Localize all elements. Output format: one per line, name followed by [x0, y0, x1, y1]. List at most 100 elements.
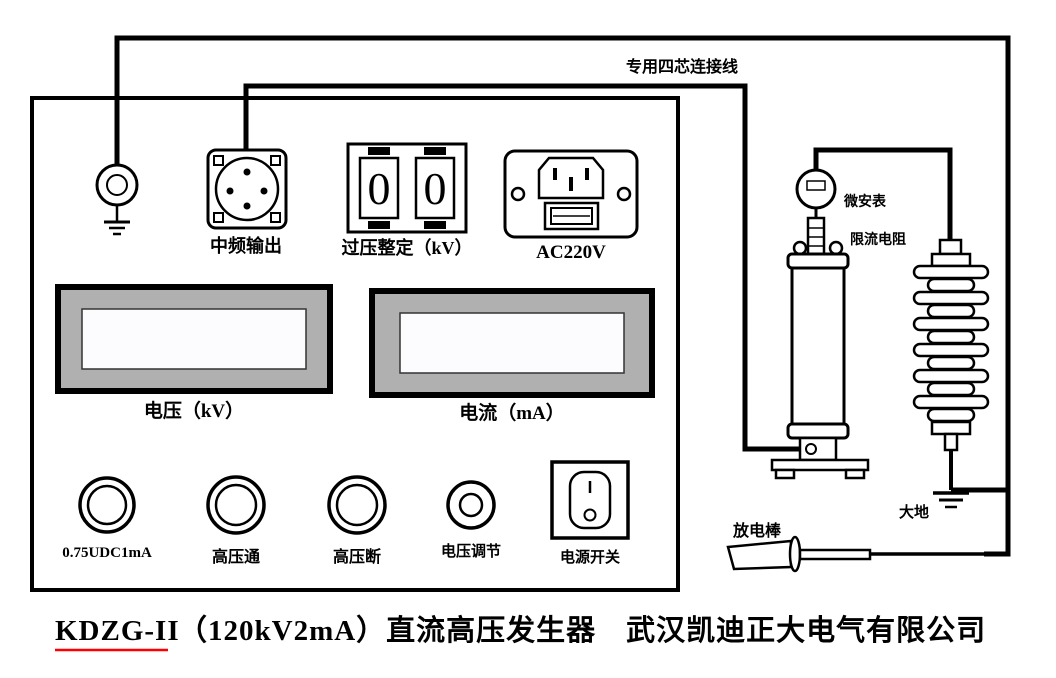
cable-label: 专用四芯连接线 [626, 57, 738, 76]
connector-pin [260, 187, 268, 195]
ground-cable [114, 35, 1011, 557]
test-bushing [912, 238, 990, 490]
hv-off-label: 高压断 [333, 547, 381, 566]
knob-center [458, 492, 484, 518]
power-switch-label: 电源开关 [560, 548, 620, 566]
resistor-label: 限流电阻 [850, 231, 906, 248]
mf-output-label: 中频输出 [210, 235, 282, 256]
corona-ball [792, 240, 808, 256]
bushing-top-cap [930, 252, 972, 268]
bushing-shed [926, 407, 976, 423]
rod-handle [726, 539, 793, 571]
ac-inlet-screw-hole [616, 186, 632, 202]
bushing-shed [926, 303, 976, 319]
connector-pin [243, 168, 251, 176]
earth-point-icon [933, 491, 969, 509]
thumbwheel-window [358, 156, 400, 220]
bushing-shed [912, 342, 990, 358]
thumbwheel-tab [368, 147, 390, 155]
cables [114, 35, 1011, 557]
power-switch-rocker [568, 470, 612, 530]
column-body [790, 266, 846, 426]
microammeter-label: 微安表 [843, 193, 887, 210]
overvoltage-digit: 0 [424, 163, 447, 214]
hv-on-button [206, 475, 266, 535]
rod-hand-guard [788, 535, 802, 573]
column-socket [805, 443, 817, 455]
overvoltage-digit: 0 [368, 163, 391, 214]
connector-screw [270, 155, 281, 166]
microammeter-window [806, 180, 826, 191]
bushing-bottom-cap [930, 420, 972, 436]
bushing-shed [926, 381, 976, 397]
ac-inlet-screw-hole [510, 186, 526, 202]
ac-pin [569, 177, 573, 191]
bushing-shed [912, 290, 990, 306]
thumbwheel-tab [368, 221, 390, 229]
current-display-label: 电流（mA） [459, 401, 565, 424]
connector-pin [243, 202, 251, 210]
ground-terminal [95, 163, 139, 236]
hv-off-button [327, 475, 387, 535]
overvoltage-label: 过压整定（kV） [341, 237, 472, 258]
column-top-cap [786, 252, 850, 270]
voltage-display [55, 284, 333, 394]
thumbwheel-tab [424, 221, 446, 229]
discharge-rod [726, 535, 984, 573]
ac-label: AC220V [536, 242, 606, 263]
overvoltage-setter: 0 0 [346, 142, 468, 234]
earth-icon [104, 205, 130, 236]
corona-ball [828, 240, 844, 256]
bushing-shed [926, 355, 976, 371]
discharge-rod-label: 放电棒 [732, 521, 782, 540]
column-foot [774, 468, 796, 480]
bushing-shed [926, 329, 976, 345]
hv-generator-column [770, 240, 870, 480]
voltage-adjust-label: 电压调节 [441, 542, 501, 560]
microammeter [795, 168, 837, 218]
connector-screw [213, 155, 224, 166]
power-off-mark-icon [583, 508, 597, 522]
connector-face [214, 156, 280, 222]
bushing-shed [912, 368, 990, 384]
yellow-indicator-button [78, 476, 136, 534]
caption-model: KDZG-II [55, 615, 180, 647]
mf-output-connector [206, 148, 288, 230]
column-base-plate [770, 458, 870, 472]
hv-lead-cable [813, 147, 953, 246]
earth-label: 大地 [899, 503, 929, 521]
four-core-cable [243, 83, 800, 452]
connector-pin [226, 187, 234, 195]
bushing-shed [912, 264, 990, 280]
ac-power-inlet [503, 149, 639, 239]
ac-pin [553, 168, 557, 180]
limiting-resistor [806, 216, 826, 256]
green-button-cap [214, 483, 258, 527]
ac-pin [585, 168, 589, 180]
bushing-top-terminal [938, 238, 963, 256]
bushing-shed [912, 394, 990, 410]
connector-screw [213, 212, 224, 223]
thumbwheel-tab [424, 147, 446, 155]
caption-text: （120kV2mA）直流高压发生器 武汉凯迪正大电气有限公司 [178, 614, 986, 647]
bushing-shed [926, 277, 976, 293]
power-switch [550, 460, 630, 540]
yellow-button-cap [86, 484, 128, 526]
current-display-screen [399, 312, 625, 374]
voltage-display-label: 电压（kV） [144, 399, 244, 422]
bushing-shed [912, 316, 990, 332]
voltage-display-screen [81, 308, 307, 370]
caption: KDZG-II （120kV2mA）直流高压发生器 武汉凯迪正大电气有限公司 [55, 614, 986, 652]
column-foot [844, 468, 866, 480]
red-button-cap [335, 483, 379, 527]
hv-on-label: 高压通 [212, 547, 260, 566]
resistor-body [806, 216, 826, 256]
bushing-bottom-stem [943, 432, 959, 452]
column-bottom-flange [786, 422, 850, 440]
rod-shaft [798, 548, 872, 561]
thumbwheel-window [414, 156, 456, 220]
voltage-adjust-knob [446, 480, 496, 530]
yellow-button-label: 0.75UDC1mA [62, 545, 152, 561]
current-display [369, 288, 655, 398]
